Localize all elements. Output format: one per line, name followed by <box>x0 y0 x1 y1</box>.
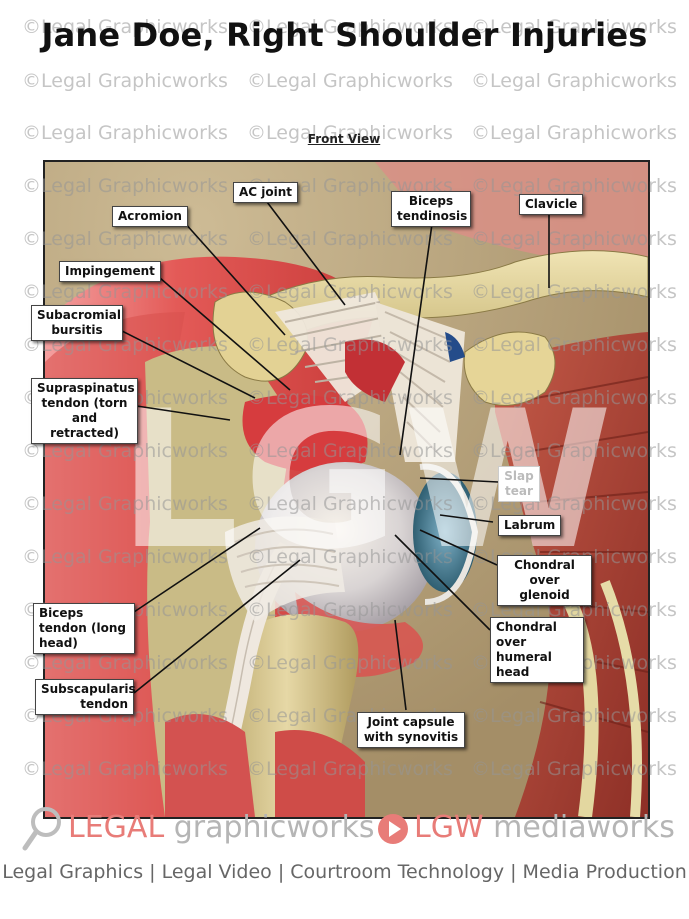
logo-lgw-word: LGW <box>414 810 484 845</box>
label-acromion: Acromion <box>112 206 188 227</box>
label-ac-joint: AC joint <box>233 182 299 203</box>
watermark-text: ©Legal Graphicworks <box>247 70 453 92</box>
label-impingement: Impingement <box>59 261 161 282</box>
magnifier-icon <box>22 807 61 851</box>
label-biceps-long-head: Biceps tendon (long head) <box>33 603 135 654</box>
label-chondral-humeral: Chondral over humeral head <box>490 617 584 683</box>
label-subacromial-bursitis: Subacromial bursitis <box>31 305 123 341</box>
label-biceps-tendinosis: Biceps tendinosis <box>391 191 471 227</box>
watermark-text: ©Legal Graphicworks <box>22 70 228 92</box>
label-clavicle: Clavicle <box>519 194 584 215</box>
label-joint-capsule: Joint capsule with synovitis <box>357 712 465 748</box>
label-subscapularis: Subscapularis tendon <box>35 679 136 715</box>
label-chondral-glenoid: Chondral over glenoid <box>497 555 592 606</box>
watermark-text: ©Legal Graphicworks <box>471 122 677 144</box>
logo-mediaworks-word: mediaworks <box>483 810 675 845</box>
watermark-text: ©Legal Graphicworks <box>471 70 677 92</box>
page-title: Jane Doe, Right Shoulder Injuries <box>41 16 648 54</box>
view-label: Front View <box>307 132 381 146</box>
play-icon <box>378 814 408 844</box>
brand-logos: LEGAL graphicworks LGW mediaworks <box>22 804 682 854</box>
logo-lgw-mediaworks: LGW mediaworks <box>414 810 675 845</box>
label-labrum: Labrum <box>498 515 562 536</box>
label-supraspinatus: Supraspinatus tendon (torn and retracted… <box>31 378 138 444</box>
watermark-text: ©Legal Graphicworks <box>22 122 228 144</box>
logo-legal-graphicworks: LEGAL graphicworks <box>68 810 375 845</box>
label-slap-tear: Slap tear <box>498 466 540 502</box>
logo-legal-word: LEGAL <box>68 810 165 845</box>
footer-tagline: Legal Graphics | Legal Video | Courtroom… <box>2 861 687 883</box>
logo-graphicworks-word: graphicworks <box>164 810 375 845</box>
